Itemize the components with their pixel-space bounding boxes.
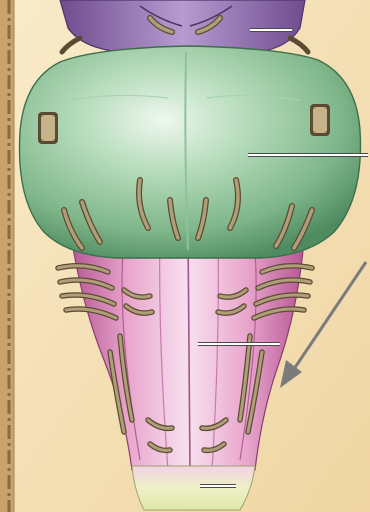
trigeminal-nerve-right [310, 104, 330, 136]
frame-left-edge [0, 0, 14, 512]
trigeminal-nerve-left [38, 112, 58, 144]
spinal-cord [132, 466, 255, 510]
midbrain [60, 0, 305, 52]
